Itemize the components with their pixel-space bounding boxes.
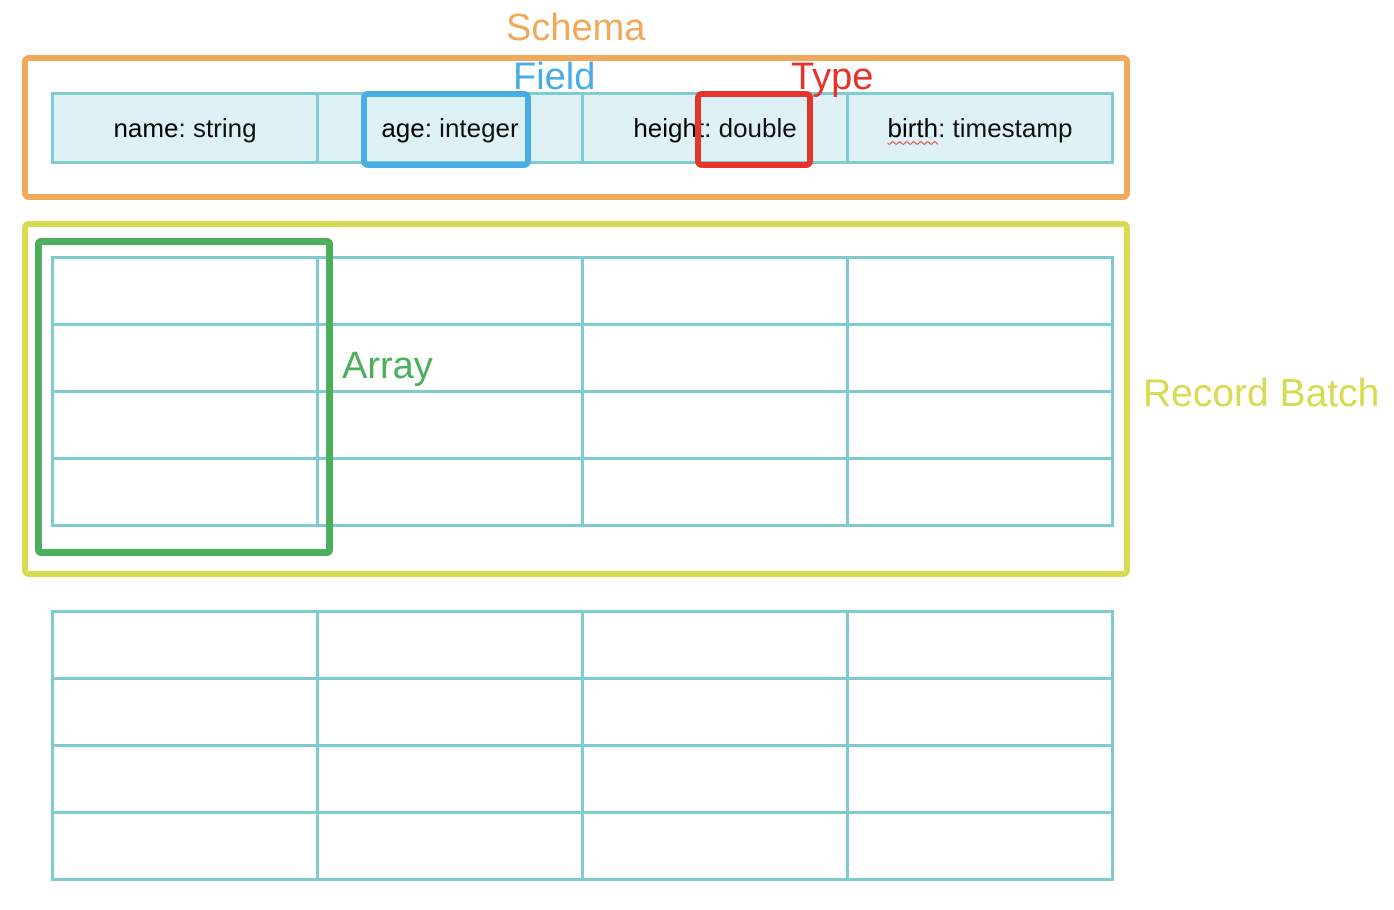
table-row <box>51 677 1114 747</box>
table-cell <box>581 323 849 393</box>
table-cell <box>846 323 1114 393</box>
field-type: double <box>718 112 797 143</box>
table-row <box>51 744 1114 814</box>
table-cell <box>581 677 849 747</box>
schema-table: name: string age: integer height: double… <box>51 92 1114 164</box>
table-cell <box>316 744 584 814</box>
table-cell <box>51 256 319 326</box>
schema-field-cell: age: integer <box>316 92 584 164</box>
table-cell <box>51 744 319 814</box>
table-row <box>51 390 1114 460</box>
table-cell <box>51 610 319 680</box>
table-cell <box>846 677 1114 747</box>
field-separator: : <box>938 112 953 143</box>
table-cell <box>316 677 584 747</box>
type-highlight-box <box>695 91 813 168</box>
schema-field-cell: name: string <box>51 92 319 164</box>
table-cell <box>846 811 1114 881</box>
table-cell <box>51 323 319 393</box>
table-cell <box>846 390 1114 460</box>
field-separator: : <box>178 112 193 143</box>
table-row <box>51 811 1114 881</box>
table-cell <box>316 256 584 326</box>
table-cell <box>51 457 319 527</box>
array-highlight-box <box>35 238 333 556</box>
table-cell <box>316 610 584 680</box>
field-name: height <box>633 112 705 143</box>
table-row <box>51 457 1114 527</box>
schema-field-cell: height: double <box>581 92 849 164</box>
field-name: age <box>381 112 425 143</box>
field-separator: : <box>424 112 440 143</box>
table-cell <box>581 256 849 326</box>
table-cell <box>846 457 1114 527</box>
table-cell <box>581 457 849 527</box>
table-row <box>51 256 1114 326</box>
field-type: string <box>192 112 257 143</box>
second-record-batch-grid <box>51 610 1114 881</box>
schema-frame <box>22 55 1130 200</box>
table-cell <box>51 390 319 460</box>
table-cell <box>581 744 849 814</box>
table-cell <box>846 744 1114 814</box>
record-batch-frame <box>22 221 1130 577</box>
schema-field-cell: birth: timestamp <box>846 92 1114 164</box>
table-cell <box>316 323 584 393</box>
table-cell <box>581 610 849 680</box>
table-cell <box>51 677 319 747</box>
table-cell <box>581 811 849 881</box>
field-type: timestamp <box>952 112 1073 143</box>
table-cell <box>51 811 319 881</box>
table-cell <box>316 390 584 460</box>
table-cell <box>846 256 1114 326</box>
schema-row: name: string age: integer height: double… <box>51 92 1114 164</box>
field-name: name <box>113 112 179 143</box>
field-label: Field <box>513 56 596 98</box>
table-cell <box>581 390 849 460</box>
table-cell <box>316 811 584 881</box>
table-cell <box>316 457 584 527</box>
table-cell <box>846 610 1114 680</box>
field-type: integer <box>439 112 519 143</box>
table-row <box>51 610 1114 680</box>
schema-label: Schema <box>506 7 646 49</box>
type-label: Type <box>791 56 874 98</box>
field-separator: : <box>704 112 719 143</box>
table-row <box>51 323 1114 393</box>
field-name: birth <box>887 112 939 143</box>
record-batch-label: Record Batch <box>1143 372 1380 415</box>
field-highlight-box <box>361 91 531 168</box>
record-batch-grid <box>51 256 1114 527</box>
